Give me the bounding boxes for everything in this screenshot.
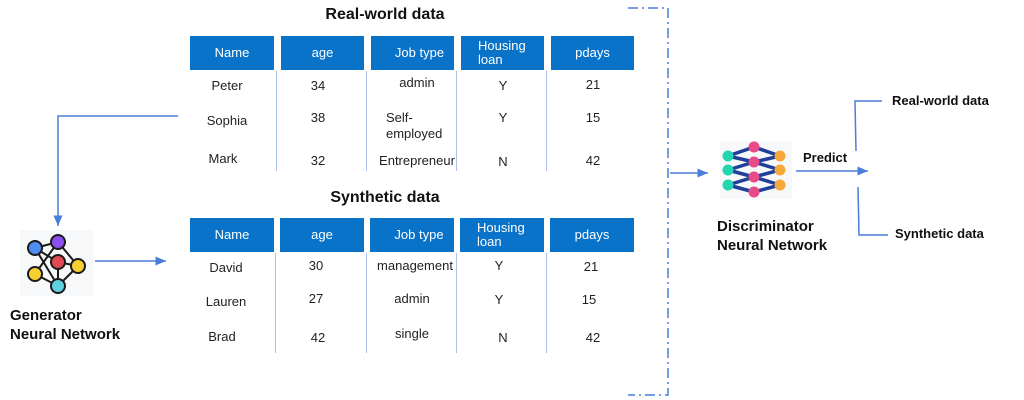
cell-job-type: admin <box>394 291 430 306</box>
column-header-housing-loan: Housing loan <box>460 218 544 252</box>
cell-job-type: Self-employed <box>386 110 443 141</box>
cell-job-type: admin <box>399 75 435 90</box>
discriminator-label-line1: Discriminator <box>717 218 814 235</box>
cell-pdays: 15 <box>581 292 597 307</box>
cell-pdays: 42 <box>585 330 601 345</box>
cell-age: 32 <box>310 153 326 168</box>
cell-housing-loan: N <box>498 154 508 169</box>
cell-name: Lauren <box>205 294 247 309</box>
cell-age: 42 <box>310 330 326 345</box>
cell-housing-loan: Y <box>494 292 504 307</box>
column-separator <box>546 71 547 171</box>
neural-network-graph-icon <box>27 234 86 294</box>
output-synthetic-label: Synthetic data <box>895 226 984 241</box>
column-header-housing-loan: Housing loan <box>461 36 544 70</box>
generator-label-line1: Generator <box>10 307 82 324</box>
cell-housing-loan: Y <box>498 110 508 125</box>
column-separator <box>366 71 367 171</box>
cell-name: Sophia <box>206 113 248 128</box>
real-table-title: Real-world data <box>325 6 445 23</box>
discriminator-label: Discriminator Neural Network <box>717 217 827 255</box>
column-header-age: age <box>281 36 364 70</box>
synthetic-table-title: Synthetic data <box>330 189 440 206</box>
cell-housing-loan: Y <box>494 258 504 273</box>
dataset-bracket <box>628 7 669 396</box>
cell-age: 30 <box>308 258 324 273</box>
cell-job-type: Entrepreneur <box>379 153 455 168</box>
column-header-pdays: pdays <box>550 218 634 252</box>
column-separator <box>456 71 457 171</box>
feedback-arrow <box>53 115 178 226</box>
cell-age: 34 <box>310 78 326 93</box>
cell-age: 27 <box>308 291 324 306</box>
cell-pdays: 21 <box>583 259 599 274</box>
generator-icon-tile <box>20 230 94 296</box>
column-header-name: Name <box>190 218 274 252</box>
cell-name: Peter <box>211 78 243 93</box>
layered-network-icon <box>722 141 786 198</box>
cell-name: David <box>209 260 243 275</box>
column-separator <box>546 253 547 353</box>
column-header-age: age <box>280 218 364 252</box>
discriminator-label-line2: Neural Network <box>717 237 828 254</box>
cell-pdays: 21 <box>585 77 601 92</box>
cell-pdays: 42 <box>585 153 601 168</box>
column-separator <box>275 253 276 353</box>
output-real-label: Real-world data <box>892 93 989 108</box>
discriminator-icon-tile <box>720 141 792 199</box>
generator-label-line2: Neural Network <box>10 326 121 343</box>
cell-job-type: management <box>377 258 453 273</box>
column-header-job-type: Job type <box>370 218 454 252</box>
cell-job-type: single <box>395 326 429 341</box>
cell-housing-loan: Y <box>498 78 508 93</box>
column-separator <box>366 253 367 353</box>
cell-age: 38 <box>310 110 326 125</box>
generator-label: Generator Neural Network <box>10 306 120 344</box>
predict-label: Predict <box>803 150 848 165</box>
column-header-pdays: pdays <box>551 36 634 70</box>
column-header-job-type: Job type <box>371 36 454 70</box>
cell-pdays: 15 <box>585 110 601 125</box>
real-branch-line <box>854 100 882 152</box>
synthetic-branch-line <box>857 186 888 236</box>
cell-name: Brad <box>208 329 236 344</box>
column-separator <box>456 253 457 353</box>
column-header-name: Name <box>190 36 274 70</box>
cell-name: Mark <box>208 151 238 166</box>
cell-housing-loan: N <box>498 330 508 345</box>
column-separator <box>276 71 277 171</box>
